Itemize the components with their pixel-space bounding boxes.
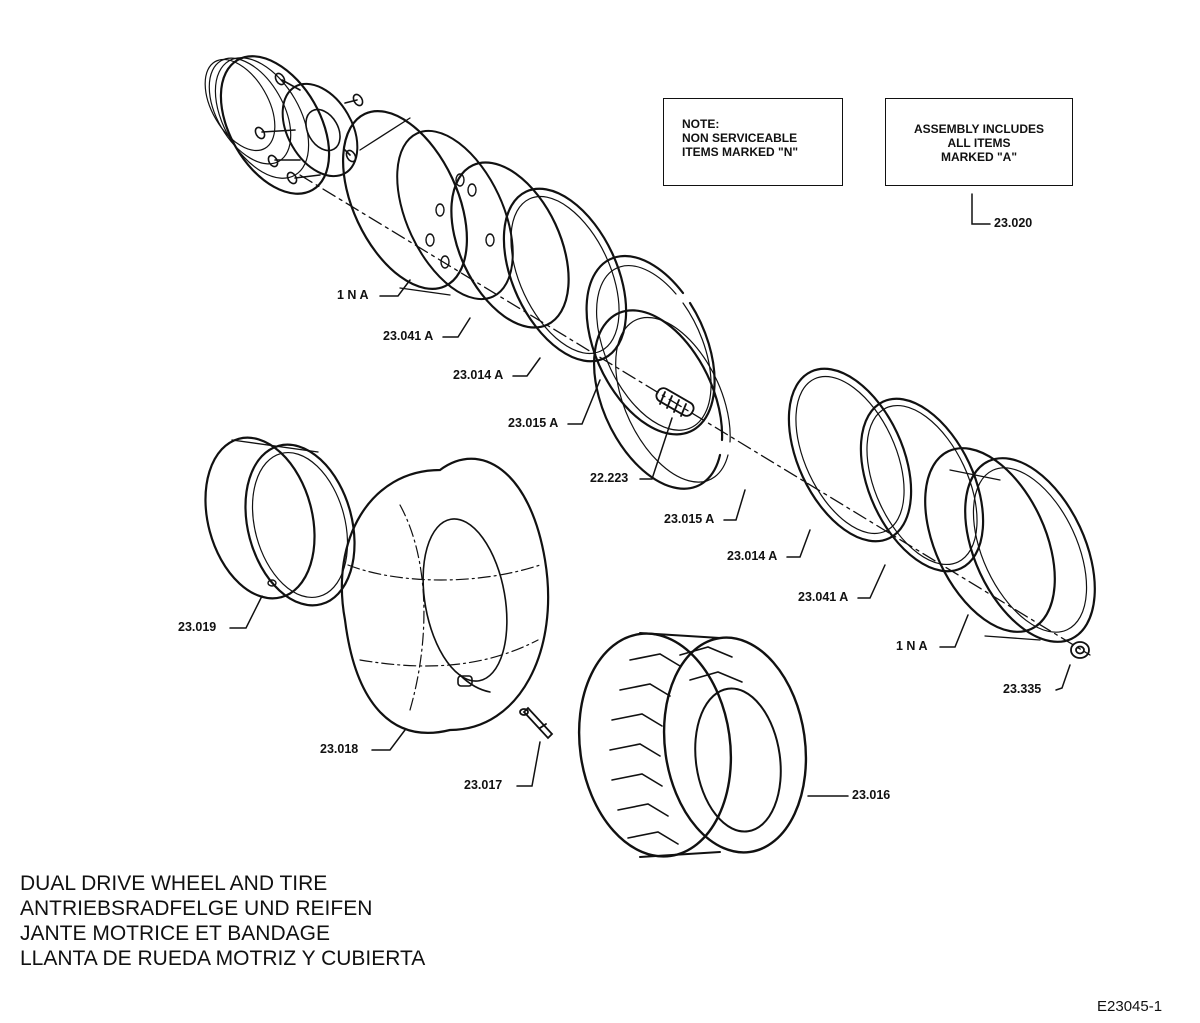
callout-23014a-upper: 23.014 A (453, 368, 504, 382)
figure-number: E23045-1 (1097, 998, 1163, 1015)
valve-stem-23017 (519, 706, 554, 740)
note-line: NOTE: (682, 117, 720, 131)
side-ring-23014a-upper-inner (510, 195, 620, 355)
flap-23019 (204, 436, 356, 607)
tire-23016 (577, 632, 808, 858)
title-spanish: LLANTA DE RUEDA MOTRIZ Y CUBIERTA (20, 947, 426, 970)
callout-leaders (229, 193, 1071, 797)
non-serviceable-note-box: NOTE: NON SERVICEABLE ITEMS MARKED "N" (663, 98, 843, 186)
split-ring-23015a-upper (585, 254, 716, 436)
split-ring-23015a-lower (592, 309, 724, 490)
note-line: NON SERVICEABLE (682, 131, 798, 145)
callout-23015a-lower: 23.015 A (664, 512, 715, 526)
callout-23019: 23.019 (178, 620, 217, 634)
nut-23335 (1070, 641, 1090, 659)
callout-23015a-upper: 23.015 A (508, 416, 559, 430)
tire-tread-lugs (609, 646, 743, 845)
assembly-note-box: ASSEMBLY INCLUDES ALL ITEMS MARKED "A" (885, 98, 1073, 186)
assembly-note-line: ALL ITEMS (947, 136, 1011, 150)
lock-ring-23041a-lower (859, 397, 985, 573)
diagram-title-block: DUAL DRIVE WHEEL AND TIRE ANTRIEBSRADFEL… (20, 871, 425, 971)
side-ring-23014a-lower (787, 367, 913, 543)
callout-23016: 23.016 (852, 788, 891, 802)
callout-23017: 23.017 (464, 778, 503, 792)
inner-tube-23018 (340, 457, 550, 734)
callout-23020: 23.020 (994, 216, 1033, 230)
upper-rim (341, 110, 514, 301)
callout-23041a-upper: 23.041 A (383, 329, 434, 343)
callout-23014a-lower: 23.014 A (727, 549, 778, 563)
note-line: ITEMS MARKED "N" (682, 145, 799, 159)
assembly-note-line: ASSEMBLY INCLUDES (913, 122, 1045, 136)
rim-bolt-holes (425, 173, 495, 269)
callout-22223: 22.223 (590, 471, 629, 485)
stud-22223 (655, 387, 695, 417)
title-french: JANTE MOTRICE ET BANDAGE (20, 922, 330, 945)
side-ring-23014a-upper (502, 187, 628, 363)
assembly-axis-line (299, 174, 1091, 656)
lock-ring-23041a-upper (450, 161, 570, 329)
title-english: DUAL DRIVE WHEEL AND TIRE (20, 872, 328, 895)
wheel-hub (204, 55, 364, 195)
callout-23335: 23.335 (1003, 682, 1042, 696)
assembly-note-line: MARKED "A" (940, 150, 1018, 164)
wheel-studs (254, 72, 364, 185)
callout-1na-upper: 1 N A (337, 288, 369, 302)
title-german: ANTRIEBSRADFELGE UND REIFEN (20, 897, 373, 920)
callout-23018: 23.018 (320, 742, 359, 756)
callout-23041a-lower: 23.041 A (798, 590, 849, 604)
callout-1na-lower: 1 N A (896, 639, 928, 653)
lower-rim (924, 447, 1096, 643)
